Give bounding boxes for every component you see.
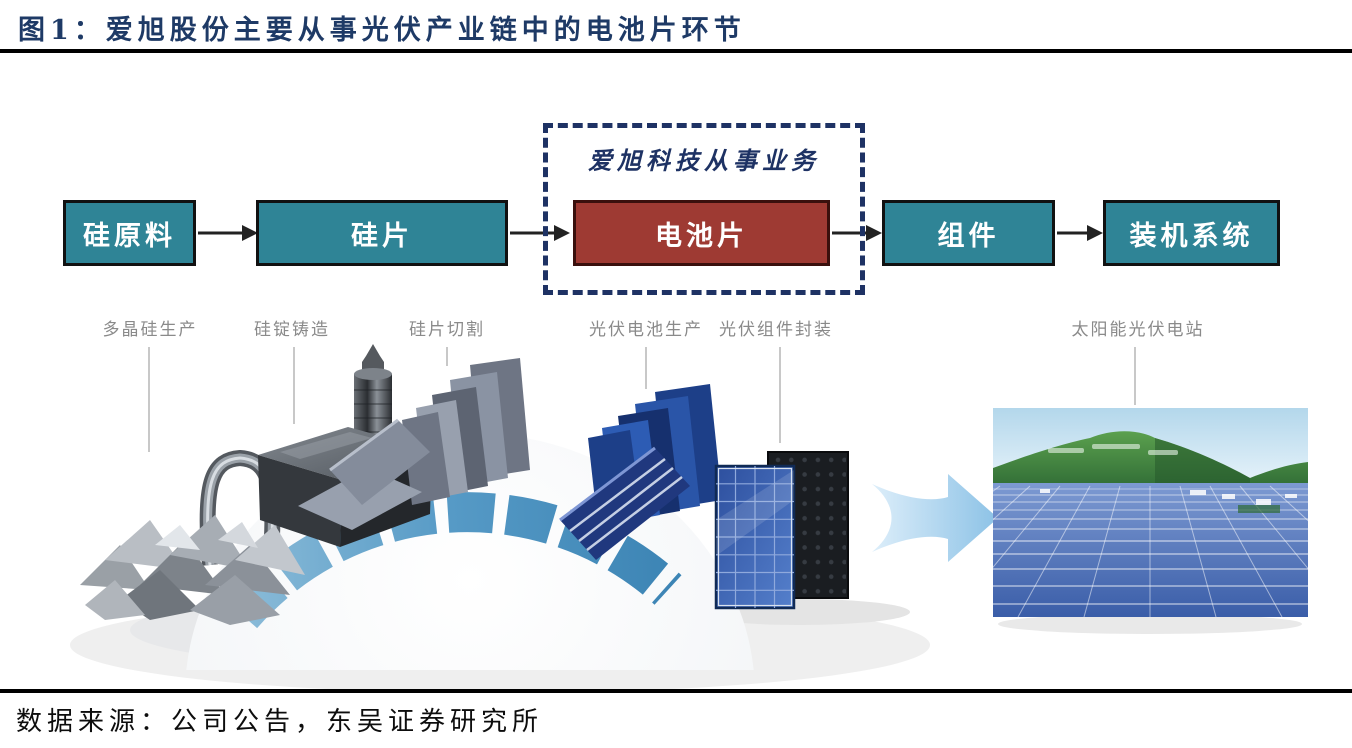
stage-silicon-raw-material: 硅原料 — [63, 200, 196, 266]
stage-label: 组件 — [937, 220, 1000, 251]
wafer-stack-icon — [298, 358, 530, 530]
stage-solar-cell: 电池片 — [573, 200, 830, 266]
connector-lines — [148, 347, 1136, 452]
silicon-chunks-icon — [80, 449, 305, 625]
cell-stack-icon — [559, 384, 722, 560]
highlight-dashed-box — [543, 123, 865, 295]
stage-label: 电池片 — [655, 220, 748, 251]
stage-silicon-wafer: 硅片 — [256, 200, 508, 266]
process-label-polysilicon-production: 多晶硅生产 — [102, 320, 198, 339]
stage-label: 装机系统 — [1129, 220, 1254, 251]
figure-title: 图1：爱旭股份主要从事光伏产业链中的电池片环节 — [18, 15, 746, 46]
bottom-divider — [0, 689, 1352, 693]
stage-label: 硅片 — [351, 220, 413, 251]
stage-label: 硅原料 — [83, 220, 176, 251]
process-label-wafer-cutting: 硅片切割 — [409, 320, 485, 339]
process-label-module-packaging: 光伏组件封装 — [719, 320, 833, 339]
solar-panel-blue-icon — [714, 464, 796, 610]
process-label-cell-production: 光伏电池生产 — [589, 320, 703, 339]
process-label-ingot-casting: 硅锭铸造 — [254, 320, 330, 339]
data-source-line: 数据来源：公司公告，东吴证券研究所 — [16, 707, 544, 737]
stage-module: 组件 — [882, 200, 1055, 266]
solar-farm-photo — [993, 408, 1308, 617]
flow-big-arrow-icon — [872, 474, 998, 562]
highlight-box-label: 爱旭科技从事业务 — [588, 146, 820, 175]
top-divider — [0, 49, 1352, 53]
stage-installed-system: 装机系统 — [1103, 200, 1280, 266]
process-label-solar-power-station: 太阳能光伏电站 — [1071, 320, 1205, 339]
